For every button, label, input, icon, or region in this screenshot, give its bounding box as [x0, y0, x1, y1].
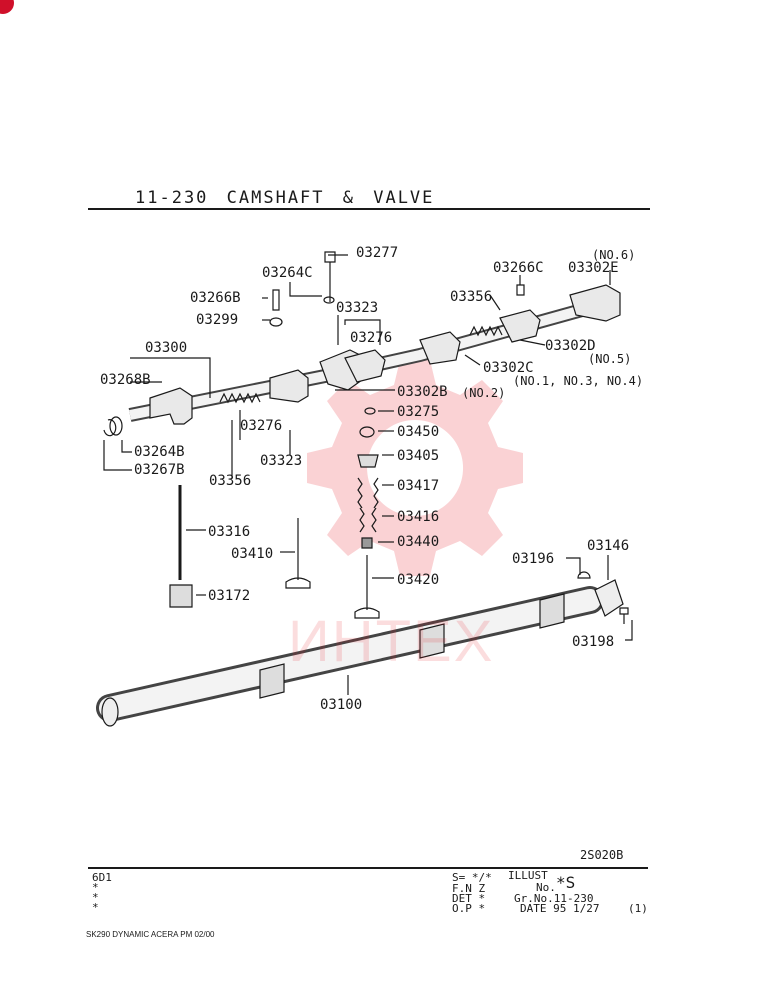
footer-star: * [92, 881, 99, 894]
footer-star: * [92, 891, 99, 904]
footer-no-value: *S [556, 873, 576, 892]
footer-code: 6D1 [92, 871, 112, 884]
part-label: 03410 [231, 546, 274, 562]
part-label: 03275 [397, 404, 440, 420]
part-label: 03356 [209, 473, 252, 489]
part-label: 03146 [587, 538, 630, 554]
part-note: (NO.2) [462, 386, 506, 400]
page-title: 11-230 CAMSHAFT & VALVE [135, 188, 435, 208]
footer-fnz: F.N Z [452, 882, 486, 895]
part-label: 03264C [262, 265, 313, 281]
footer-model: SK290 DYNAMIC ACERA PM 02/00 [86, 930, 215, 939]
footer-no-label: No. [536, 881, 556, 894]
part-label: 03440 [397, 534, 440, 550]
part-note: (NO.5) [588, 352, 632, 366]
part-label: 03266C [493, 260, 544, 276]
corner-badge [0, 0, 14, 14]
part-label: 03264B [134, 444, 185, 460]
part-label: 03323 [336, 300, 379, 316]
part-label: 03302B [397, 384, 448, 400]
footer-gr: Gr.No.11-230 [514, 892, 594, 905]
part-note: (NO.1, NO.3, NO.4) [513, 374, 644, 388]
part-label: 03267B [134, 462, 185, 478]
footer-date: DATE 95 1/27 [520, 902, 600, 915]
part-label: 03100 [320, 697, 363, 713]
part-label: 03450 [397, 424, 440, 440]
part-label: 03299 [196, 312, 239, 328]
part-label: 03356 [450, 289, 493, 305]
part-label: 03316 [208, 524, 251, 540]
part-label: 03196 [512, 551, 555, 567]
footer-det: DET * [452, 892, 486, 905]
part-label: 03198 [572, 634, 615, 650]
part-label: 03405 [397, 448, 440, 464]
footer-op: O.P * [452, 902, 486, 915]
part-label: 03276 [240, 418, 283, 434]
part-label: 03323 [260, 453, 303, 469]
part-label: 03300 [145, 340, 188, 356]
footer-page: (1) [628, 902, 648, 915]
watermark-text: ИНТЕХ [288, 609, 495, 674]
part-label: 03172 [208, 588, 251, 604]
part-label: 03302D [545, 338, 596, 354]
figure-number: 2S020B [580, 848, 624, 862]
part-label: 03266B [190, 290, 241, 306]
footer-rule [88, 867, 648, 869]
part-label: 03302C [483, 360, 534, 376]
part-label: 03302E [568, 260, 619, 276]
part-note: (NO.6) [592, 248, 636, 262]
footer-s-label: S= */* [452, 871, 492, 884]
part-label: 03416 [397, 509, 440, 525]
footer-star: * [92, 901, 99, 914]
footer-illust: ILLUST [508, 869, 548, 882]
part-label: 03420 [397, 572, 440, 588]
part-label: 03276 [350, 330, 393, 346]
part-label: 03277 [356, 245, 399, 261]
part-label: 03268B [100, 372, 151, 388]
part-label: 03417 [397, 478, 440, 494]
title-rule [88, 208, 650, 210]
